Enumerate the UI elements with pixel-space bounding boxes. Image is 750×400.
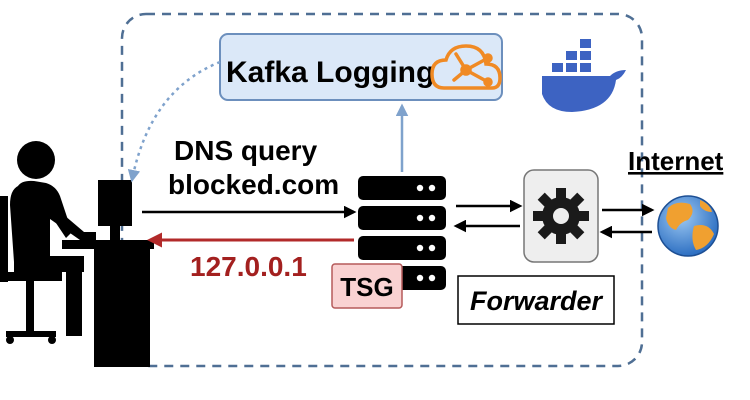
globe-icon <box>657 195 719 257</box>
dns-query-label: DNS query <box>174 135 318 166</box>
kafka-logging-label: Kafka Logging <box>226 56 434 89</box>
dns-domain-label: blocked.com <box>168 169 339 200</box>
docker-whale-icon <box>542 39 626 112</box>
gear-icon <box>533 188 589 244</box>
response-ip-label: 127.0.0.1 <box>190 251 307 282</box>
user-at-desk-icon <box>0 141 154 367</box>
forwarder-label: Forwarder <box>470 286 604 316</box>
kafka-logo-icon <box>430 44 502 90</box>
forwarder-label-box: Forwarder <box>457 275 615 325</box>
tsg-label-box: TSG <box>331 263 403 309</box>
forwarder-gear-box <box>523 169 599 263</box>
tsg-label: TSG <box>340 272 393 302</box>
internet-label: Internet <box>628 146 724 176</box>
kafka-logging-box: Kafka Logging <box>219 33 503 101</box>
kafka-to-user-dotted-arrow <box>127 60 221 183</box>
